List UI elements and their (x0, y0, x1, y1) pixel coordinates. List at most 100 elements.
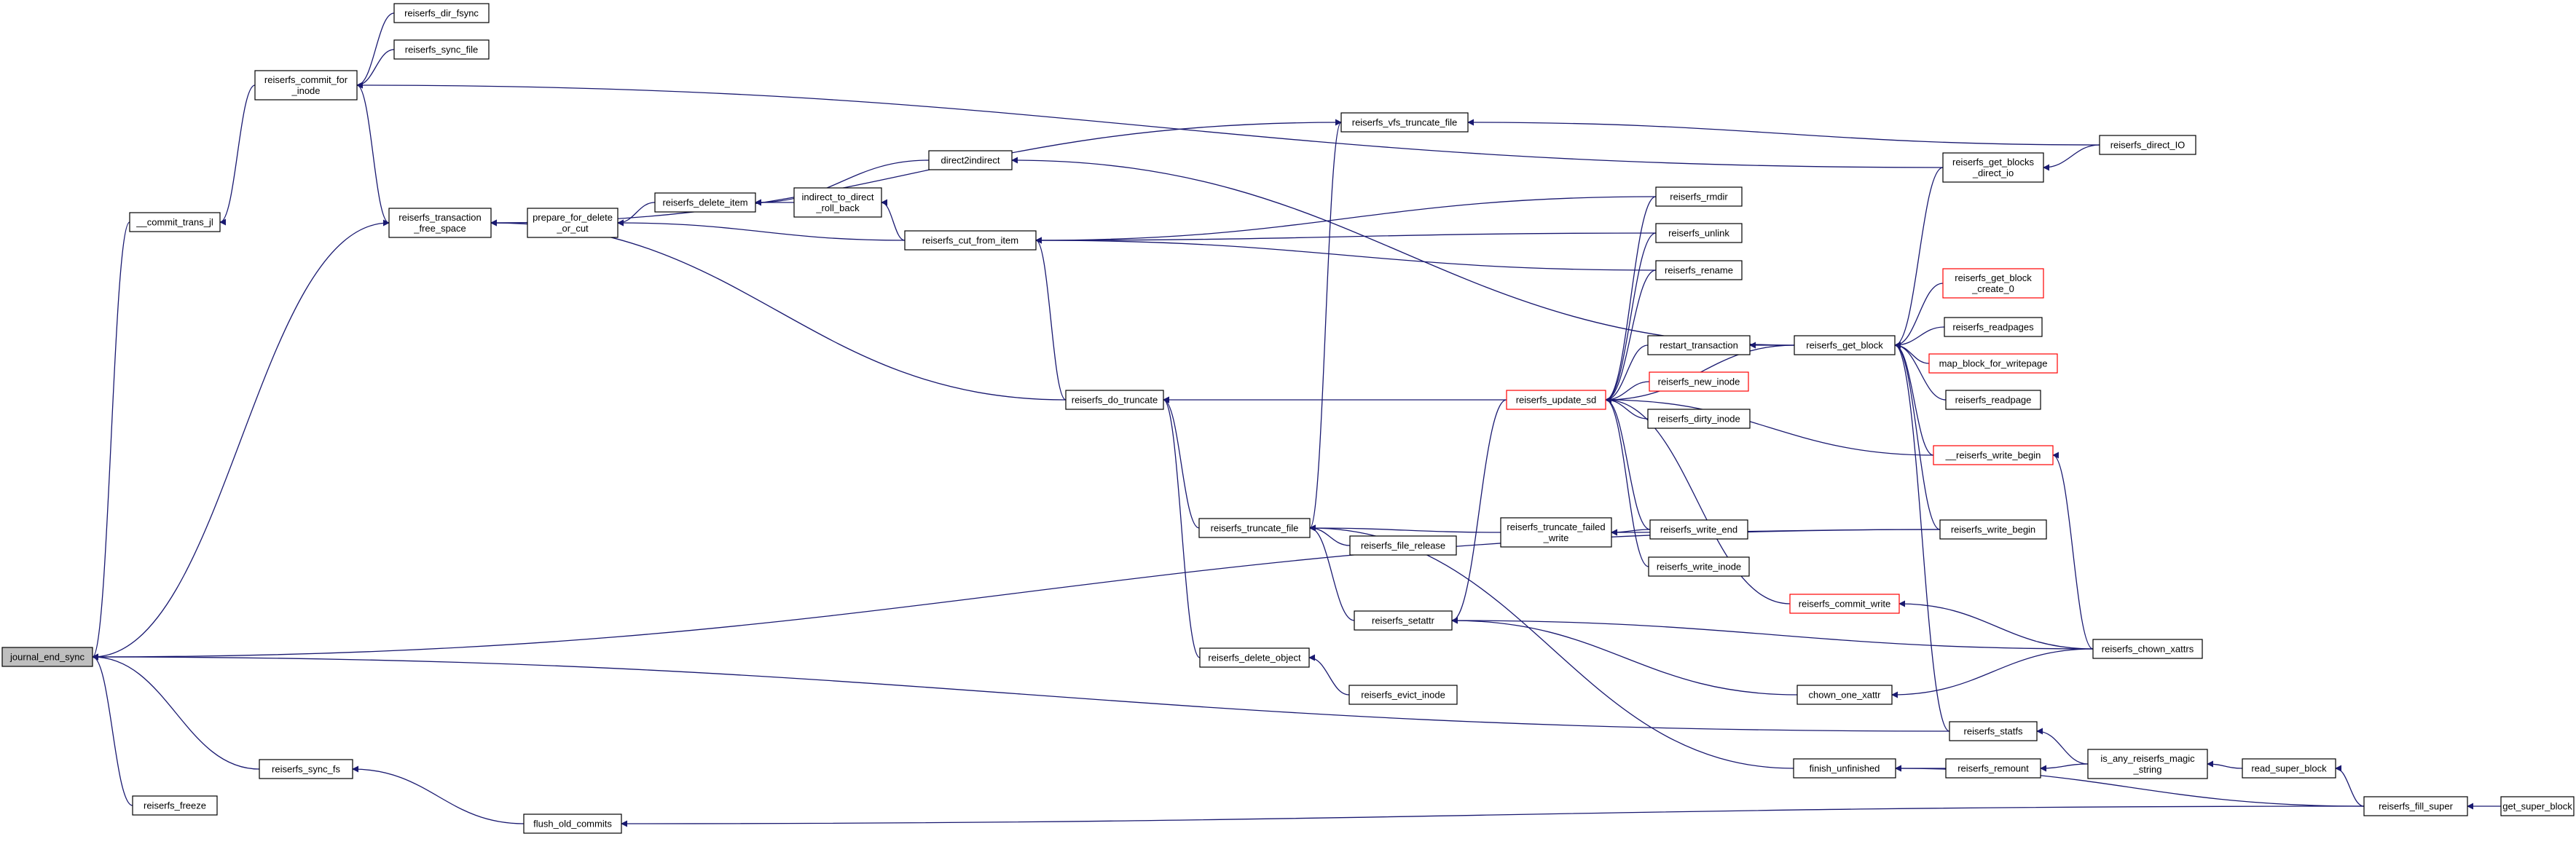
node-label: reiserfs_dir_fsync (404, 8, 479, 19)
edge-reiserfs-sync-fs-to-journal-end-sync (92, 653, 260, 770)
node-reiserfs-write-begin[interactable]: __reiserfs_write_begin (1933, 445, 2054, 465)
node-label: reiserfs_rename (1665, 265, 1733, 276)
edge-commit-trans-jl-to-journal-end-sync (92, 221, 130, 661)
node-reiserfs-get-block[interactable]: reiserfs_get_block (1794, 335, 1896, 355)
node-label: reiserfs_update_sd (1516, 395, 1597, 406)
node-indirect-to-direct-roll-back[interactable]: indirect_to_direct_roll_back (793, 187, 882, 218)
node-label: _or_cut (556, 223, 589, 234)
edge-read-super-block-to-is-any-reiserfs-magic-string (2207, 760, 2243, 769)
node-label: direct2indirect (941, 155, 1000, 166)
node-box (1933, 445, 2054, 465)
edge-reiserfs-rename-to-reiserfs-update-sd (1605, 269, 1657, 403)
node-reiserfs-freeze[interactable]: reiserfs_freeze (132, 795, 218, 816)
node-get-super-block[interactable]: get_super_block (2500, 796, 2575, 816)
node-reiserfs-get-blocks-direct-io[interactable]: reiserfs_get_blocks_direct_io (1942, 152, 2044, 183)
node-box (1942, 152, 2044, 183)
node-reiserfs-rmdir[interactable]: reiserfs_rmdir (1655, 186, 1743, 207)
node-restart-transaction[interactable]: restart_transaction (1647, 335, 1751, 355)
node-reiserfs-sync-fs[interactable]: reiserfs_sync_fs (259, 759, 353, 779)
node-reiserfs-do-truncate[interactable]: reiserfs_do_truncate (1065, 390, 1164, 410)
node-label: reiserfs_remount (1957, 763, 2029, 774)
node-reiserfs-truncate-file[interactable]: reiserfs_truncate_file (1198, 518, 1311, 538)
node-reiserfs-file-release[interactable]: reiserfs_file_release (1349, 535, 1457, 556)
node-label: reiserfs_direct_IO (2110, 140, 2186, 151)
node-reiserfs-delete-object[interactable]: reiserfs_delete_object (1199, 647, 1310, 668)
node-reiserfs-chown-xattrs[interactable]: reiserfs_chown_xattrs (2092, 639, 2203, 659)
node-reiserfs-dirty-inode[interactable]: reiserfs_dirty_inode (1647, 409, 1751, 429)
edge-is-any-reiserfs-magic-string-to-reiserfs-statfs (2036, 728, 2089, 765)
edge-reiserfs-unlink-to-reiserfs-update-sd (1605, 232, 1657, 403)
node-reiserfs-new-inode[interactable]: reiserfs_new_inode (1649, 371, 1749, 392)
node-box (1796, 685, 1893, 705)
node-direct2indirect[interactable]: direct2indirect (928, 150, 1013, 170)
node-label: reiserfs_rmdir (1670, 192, 1728, 202)
node-reiserfs-get-block-create-0[interactable]: reiserfs_get_block_create_0 (1942, 268, 2044, 299)
node-commit-trans-jl[interactable]: __commit_trans_jl (129, 212, 221, 232)
node-reiserfs-update-sd[interactable]: reiserfs_update_sd (1506, 390, 1606, 410)
edge-reiserfs-readpage-to-reiserfs-get-block (1894, 342, 1947, 401)
node-reiserfs-readpages[interactable]: reiserfs_readpages (1944, 317, 2043, 337)
node-reiserfs-write-begin[interactable]: reiserfs_write_begin (1939, 519, 2047, 540)
node-label: map_block_for_writepage (1939, 358, 2048, 369)
node-reiserfs-write-inode[interactable]: reiserfs_write_inode (1648, 556, 1750, 577)
node-label: reiserfs_vfs_truncate_file (1352, 117, 1458, 128)
node-reiserfs-setattr[interactable]: reiserfs_setattr (1354, 610, 1453, 631)
node-reiserfs-cut-from-item[interactable]: reiserfs_cut_from_item (904, 230, 1037, 251)
node-map-block-for-writepage[interactable]: map_block_for_writepage (1928, 353, 2058, 374)
node-box (2500, 796, 2575, 816)
edge-reiserfs-write-begin-to-journal-end-sync (92, 529, 1941, 661)
node-label: is_any_reiserfs_magic (2100, 753, 2195, 764)
node-box (2092, 639, 2203, 659)
node-reiserfs-evict-inode[interactable]: reiserfs_evict_inode (1348, 685, 1458, 705)
node-label: reiserfs_dirty_inode (1657, 414, 1740, 425)
node-chown-one-xattr[interactable]: chown_one_xattr (1796, 685, 1893, 705)
node-label: finish_unfinished (1810, 763, 1880, 774)
node-read-super-block[interactable]: read_super_block (2242, 758, 2336, 779)
node-label: reiserfs_chown_xattrs (2102, 644, 2194, 655)
node-reiserfs-unlink[interactable]: reiserfs_unlink (1655, 223, 1743, 243)
node-reiserfs-commit-write[interactable]: reiserfs_commit_write (1789, 594, 1900, 614)
node-box (1942, 268, 2044, 299)
edge-chown-one-xattr-to-reiserfs-setattr (1451, 617, 1798, 696)
edge-reiserfs-chown-xattrs-to-reiserfs-write-begin (2052, 452, 2094, 650)
node-reiserfs-truncate-failed-write[interactable]: reiserfs_truncate_failed_write (1500, 517, 1612, 548)
node-label: reiserfs_unlink (1668, 228, 1729, 239)
node-reiserfs-fill-super[interactable]: reiserfs_fill_super (2363, 796, 2468, 816)
node-reiserfs-readpage[interactable]: reiserfs_readpage (1945, 390, 2041, 410)
node-is-any-reiserfs-magic-string[interactable]: is_any_reiserfs_magic_string (2087, 749, 2208, 779)
node-prepare-for-delete-or-cut[interactable]: prepare_for_delete_or_cut (527, 208, 619, 238)
node-box (1647, 335, 1751, 355)
node-reiserfs-rename[interactable]: reiserfs_rename (1655, 260, 1743, 280)
edge-reiserfs-write-begin-to-reiserfs-get-block (1894, 342, 1941, 530)
node-box (1949, 721, 2038, 741)
node-label: _inode (291, 85, 320, 96)
node-box (132, 795, 218, 816)
edge-reiserfs-dir-fsync-to-reiserfs-commit-for-inode (356, 12, 395, 89)
node-reiserfs-write-end[interactable]: reiserfs_write_end (1649, 519, 1748, 540)
node-reiserfs-transaction-free-space[interactable]: reiserfs_transaction_free_space (388, 208, 492, 238)
node-label: get_super_block (2502, 801, 2572, 812)
node-reiserfs-sync-file[interactable]: reiserfs_sync_file (393, 39, 490, 60)
node-box (1340, 112, 1469, 133)
node-reiserfs-direct-io[interactable]: reiserfs_direct_IO (2099, 135, 2196, 155)
node-reiserfs-dir-fsync[interactable]: reiserfs_dir_fsync (393, 3, 490, 23)
node-journal-end-sync[interactable]: journal_end_sync (1, 647, 93, 667)
node-label: prepare_for_delete (533, 212, 613, 223)
node-reiserfs-delete-item[interactable]: reiserfs_delete_item (654, 192, 756, 213)
node-label: reiserfs_get_block (1955, 272, 2032, 283)
edge-reiserfs-rmdir-to-reiserfs-update-sd (1605, 196, 1657, 403)
node-box (904, 230, 1037, 251)
node-reiserfs-commit-for-inode[interactable]: reiserfs_commit_for_inode (254, 70, 358, 101)
node-finish-unfinished[interactable]: finish_unfinished (1793, 758, 1896, 779)
node-box (527, 208, 619, 238)
node-reiserfs-vfs-truncate-file[interactable]: reiserfs_vfs_truncate_file (1340, 112, 1469, 133)
edge-reiserfs-rmdir-to-reiserfs-cut-from-item (1035, 196, 1657, 244)
node-flush-old-commits[interactable]: flush_old_commits (523, 813, 622, 834)
node-box (1939, 519, 2047, 540)
node-box (259, 759, 353, 779)
node-reiserfs-statfs[interactable]: reiserfs_statfs (1949, 721, 2038, 741)
edge-reiserfs-chown-xattrs-to-chown-one-xattr (1891, 648, 2094, 698)
node-reiserfs-remount[interactable]: reiserfs_remount (1945, 758, 2041, 779)
edge-reiserfs-update-sd-to-reiserfs-setattr (1451, 399, 1507, 624)
node-label: _direct_io (1972, 168, 2014, 178)
